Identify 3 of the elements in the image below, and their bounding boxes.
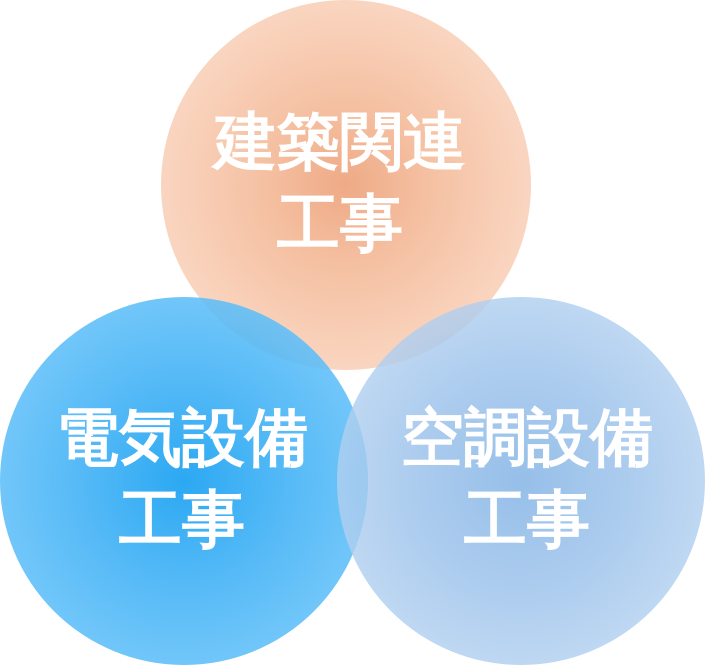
category-label: 空調設備工事 (400, 400, 654, 558)
category-label: 建築関連工事 (210, 101, 471, 265)
category-label: 電気設備工事 (55, 400, 310, 558)
